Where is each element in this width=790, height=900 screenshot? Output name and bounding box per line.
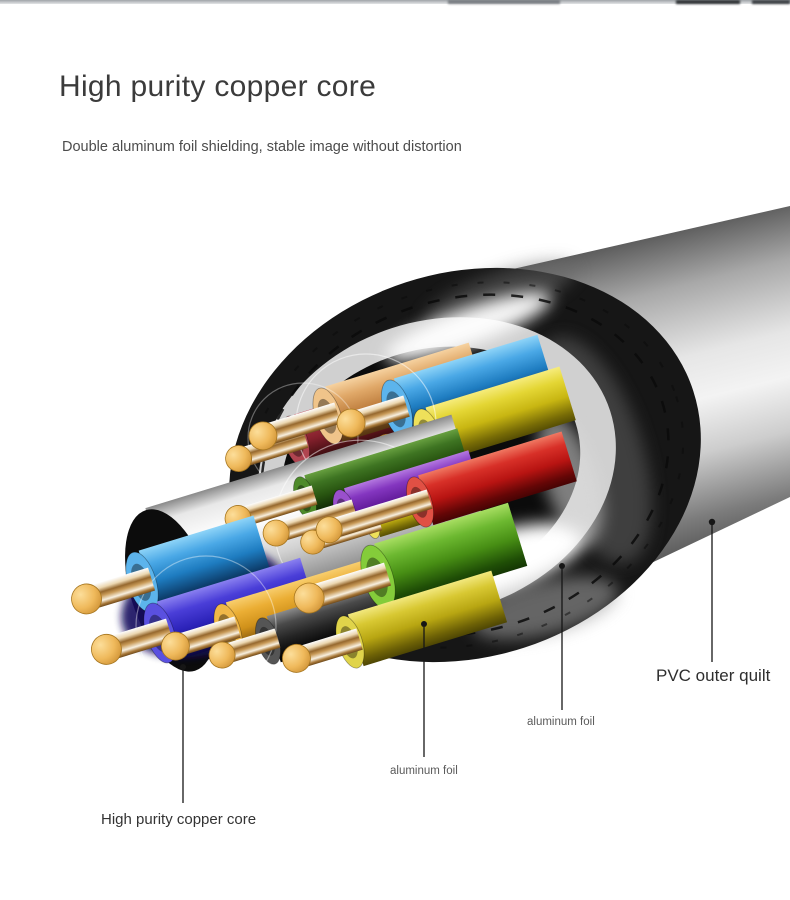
pair-outline-circle — [135, 555, 277, 697]
copper-core — [71, 567, 156, 615]
copper-core — [248, 402, 341, 451]
leader-copper-core — [180, 664, 186, 803]
label-aluminum-foil-inner: aluminum foil — [390, 765, 458, 777]
copper-core — [161, 616, 241, 661]
strip-shadow-patch — [448, 0, 560, 4]
page-subtitle: Double aluminum foil shielding, stable i… — [62, 139, 462, 155]
bottom-wire-cluster — [71, 502, 528, 697]
copper-cores-bottom — [71, 562, 392, 673]
copper-core — [262, 499, 358, 547]
label-aluminum-foil-outer: aluminum foil — [527, 716, 595, 728]
leader-pvc-outer-quilt — [708, 518, 716, 662]
strip-shadow-patch — [752, 0, 790, 4]
leader-lines — [180, 518, 716, 803]
leader-aluminum-foil-inner — [421, 621, 427, 757]
copper-core — [208, 628, 281, 669]
copper-core — [91, 618, 174, 665]
copper-core — [336, 395, 410, 438]
copper-core — [315, 489, 433, 544]
top-image-edge-strip — [0, 0, 790, 4]
copper-cores-middle — [224, 485, 433, 555]
copper-core — [282, 628, 363, 673]
page-title: High purity copper core — [59, 70, 377, 103]
middle-wire-cluster — [224, 428, 577, 555]
label-pvc-outer-quilt: PVC outer quilt — [656, 666, 771, 685]
copper-core — [293, 562, 392, 614]
label-high-purity-copper-core: High purity copper core — [101, 811, 257, 828]
leader-aluminum-foil-outer — [559, 563, 565, 710]
strip-shadow-patch — [676, 0, 740, 4]
